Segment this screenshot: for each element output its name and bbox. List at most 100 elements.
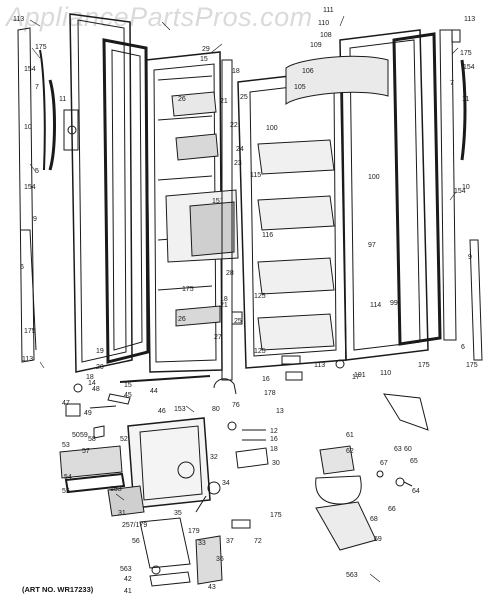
callout-label: 17 — [352, 374, 360, 381]
callout-label: 113 — [22, 356, 34, 363]
callout-label: 99 — [390, 300, 398, 307]
callout-label: 110 — [318, 20, 330, 27]
callout-label: 24 — [236, 146, 244, 153]
callout-label: 100 — [266, 125, 278, 132]
fresh-food-gasket — [392, 29, 483, 361]
art-number: (ART NO. WR17233) — [22, 585, 94, 594]
fresh-food-door — [285, 29, 429, 361]
callout-label: 22 — [230, 122, 238, 129]
callout-label: 175 — [24, 328, 36, 335]
callout-label: 57 — [82, 448, 90, 455]
callout-label: 106 — [302, 68, 314, 75]
callout-label: 41 — [124, 588, 132, 595]
callout-label: 72 — [254, 538, 262, 545]
callout-label: 18 — [86, 374, 94, 381]
callout-label: 68 — [370, 516, 378, 523]
callout-label: 114 — [370, 302, 382, 309]
callout-label: 44 — [150, 388, 158, 395]
callout-label: 9 — [468, 254, 472, 261]
callout-label: 59 — [80, 432, 88, 439]
callout-label: 18 — [232, 68, 240, 75]
callout-label: 19 — [96, 348, 104, 355]
callout-label: 10 — [462, 184, 470, 191]
callout-label: 154 — [24, 66, 36, 73]
callout-label: 257/179 — [122, 522, 148, 529]
callout-label: 58 — [88, 436, 96, 443]
callout-label: 18 — [220, 296, 228, 303]
callout-label: 113 — [464, 16, 476, 23]
callout-label: 23 — [234, 160, 242, 167]
callout-label: 18 — [270, 446, 278, 453]
callout-label: 113 — [13, 16, 25, 23]
callout-label: 46 — [158, 408, 166, 415]
callout-label: 179 — [188, 528, 200, 535]
callout-label: 29 — [202, 46, 210, 53]
callout-label: 45 — [124, 392, 132, 399]
callout-label: 191 — [354, 372, 366, 379]
callout-label: 175 — [270, 512, 282, 519]
callout-label: 110 — [380, 370, 392, 377]
callout-label: 151 — [212, 198, 224, 205]
callout-label: 175 — [35, 44, 47, 51]
callout-label: 21 — [220, 302, 228, 309]
callout-label: 116 — [262, 232, 274, 239]
callout-label: 66 — [388, 506, 396, 513]
callout-label: 14 — [88, 380, 96, 387]
callout-label: 25 — [234, 318, 242, 325]
callout-label: 6 — [20, 264, 24, 271]
freezer-gasket — [102, 38, 150, 364]
hinge-bracket — [383, 393, 429, 431]
callout-label: 563 — [346, 572, 358, 579]
callout-label: 6 — [461, 344, 465, 351]
door-shelves — [257, 139, 335, 351]
callout-label: 175 — [466, 362, 478, 369]
callout-label: 49 — [84, 410, 92, 417]
watermark: AppliancePartsPros.com — [6, 2, 313, 32]
callout-label: 100 — [368, 174, 380, 181]
evaporator-assembly — [59, 417, 221, 517]
callout-label: 13 — [276, 408, 284, 415]
callout-label: 50 — [72, 432, 80, 439]
callout-label: 115 — [250, 172, 262, 179]
left-door-handle-strips — [17, 27, 56, 363]
callout-label: 15 — [124, 382, 132, 389]
callout-label: 26 — [178, 96, 186, 103]
dispenser-motor-assembly — [315, 445, 413, 551]
callout-label: 178 — [264, 390, 276, 397]
callout-label: 105 — [294, 84, 306, 91]
callout-label: 42 — [124, 576, 132, 583]
callout-label: 80 — [212, 406, 220, 413]
callout-label: 30 — [272, 460, 280, 467]
callout-label: 28 — [226, 270, 234, 277]
callout-label: 25 — [240, 94, 248, 101]
small-parts — [65, 355, 345, 469]
callout-label: 69 — [374, 536, 382, 543]
callout-label: 21 — [220, 98, 228, 105]
callout-label: 125 — [254, 348, 266, 355]
callout-label: 125 — [254, 293, 266, 300]
callout-label: 15 — [200, 56, 208, 63]
callout-label: 5 — [35, 168, 39, 175]
callout-label: 62 — [346, 448, 354, 455]
callout-label: 9 — [33, 216, 37, 223]
callout-label: 36 — [216, 556, 224, 563]
callout-label: 153 — [110, 486, 122, 493]
callout-label: 154 — [463, 64, 475, 71]
callout-label: 16 — [262, 376, 270, 383]
callout-label: 11 — [59, 96, 67, 103]
callout-label: 55 — [62, 488, 70, 495]
callout-label: 67 — [380, 460, 388, 467]
callout-label: 27 — [214, 334, 222, 341]
callout-label: 175 — [460, 50, 472, 57]
callout-label: 154 — [454, 188, 466, 195]
callout-label: 61 — [346, 432, 354, 439]
callout-label: 97 — [368, 242, 376, 249]
center-mullion — [221, 59, 233, 381]
callout-label: 11 — [462, 96, 470, 103]
dispenser-bracket — [139, 517, 251, 587]
callout-label: 32 — [210, 454, 218, 461]
callout-label: 111 — [323, 7, 334, 14]
callout-label: 47 — [62, 400, 70, 407]
callout-label: 52 — [120, 436, 128, 443]
leader-lines — [29, 15, 459, 583]
